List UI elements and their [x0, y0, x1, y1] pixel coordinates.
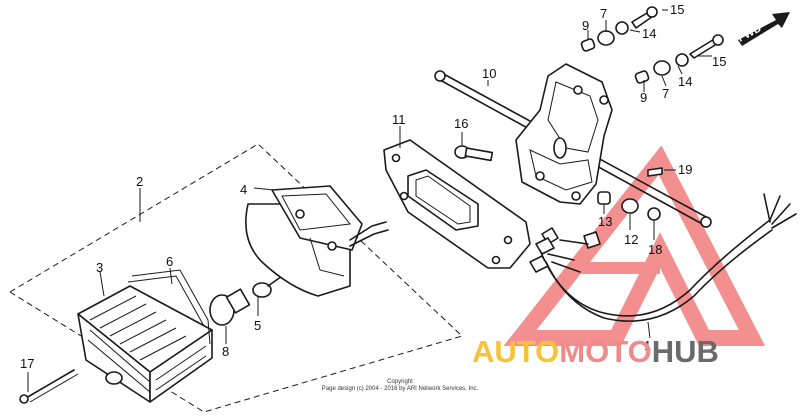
callout-7a: 7 [600, 6, 607, 21]
forward-arrow-icon: FWD [736, 12, 790, 46]
watermark-hub: HUB [651, 334, 719, 369]
hardware-set-lower [597, 167, 663, 221]
lens-gasket-inner [127, 275, 205, 327]
callout-11: 11 [392, 112, 406, 127]
watermark-moto: MOTO [559, 334, 652, 369]
tail-lens [77, 285, 213, 403]
callout-14a: 14 [642, 26, 656, 41]
callout-15b: 15 [712, 54, 726, 69]
callout-8: 8 [222, 344, 229, 359]
callout-1: 1 [644, 338, 651, 353]
bulb [209, 288, 251, 326]
callout-13: 13 [598, 214, 612, 229]
wire-harness [529, 193, 797, 322]
callout-14b: 14 [678, 74, 692, 89]
callout-5: 5 [254, 318, 261, 333]
license-bracket [383, 139, 531, 269]
callout-16: 16 [454, 116, 468, 131]
callout-labels: 2 3 6 4 5 8 17 11 16 10 7 9 14 15 15 7 9… [20, 2, 726, 371]
callout-15a: 15 [670, 2, 684, 17]
callout-6: 6 [166, 254, 173, 269]
leader-lines [27, 9, 712, 392]
watermark-auto: AUTO [472, 334, 560, 369]
copyright-notice: Copyright Page design (c) 2004 - 2016 by… [250, 379, 550, 393]
callout-18: 18 [648, 242, 662, 257]
lens-gasket [131, 269, 211, 345]
watermark-triangle-icon [503, 145, 766, 346]
callout-9a: 9 [582, 18, 589, 33]
hardware-set-top [580, 6, 658, 52]
callout-17: 17 [20, 356, 34, 371]
callout-3: 3 [96, 260, 103, 275]
callout-12: 12 [624, 232, 638, 247]
callout-2: 2 [136, 174, 143, 189]
long-screw [19, 369, 79, 404]
watermark-logo: AUTOMOTOHUB [472, 334, 719, 370]
callout-7b: 7 [662, 86, 669, 101]
hardware-set-middle [634, 34, 724, 84]
copyright-line-2: Page design (c) 2004 - 2016 by ARI Netwo… [321, 386, 479, 392]
bolt-16 [454, 145, 494, 162]
callout-4: 4 [240, 182, 247, 197]
callout-19: 19 [678, 162, 692, 177]
lamp-case [245, 185, 389, 297]
copyright-line-1: Copyright [387, 379, 413, 385]
callout-9b: 9 [640, 90, 647, 105]
callout-10: 10 [482, 66, 496, 81]
rear-bracket [515, 63, 613, 205]
